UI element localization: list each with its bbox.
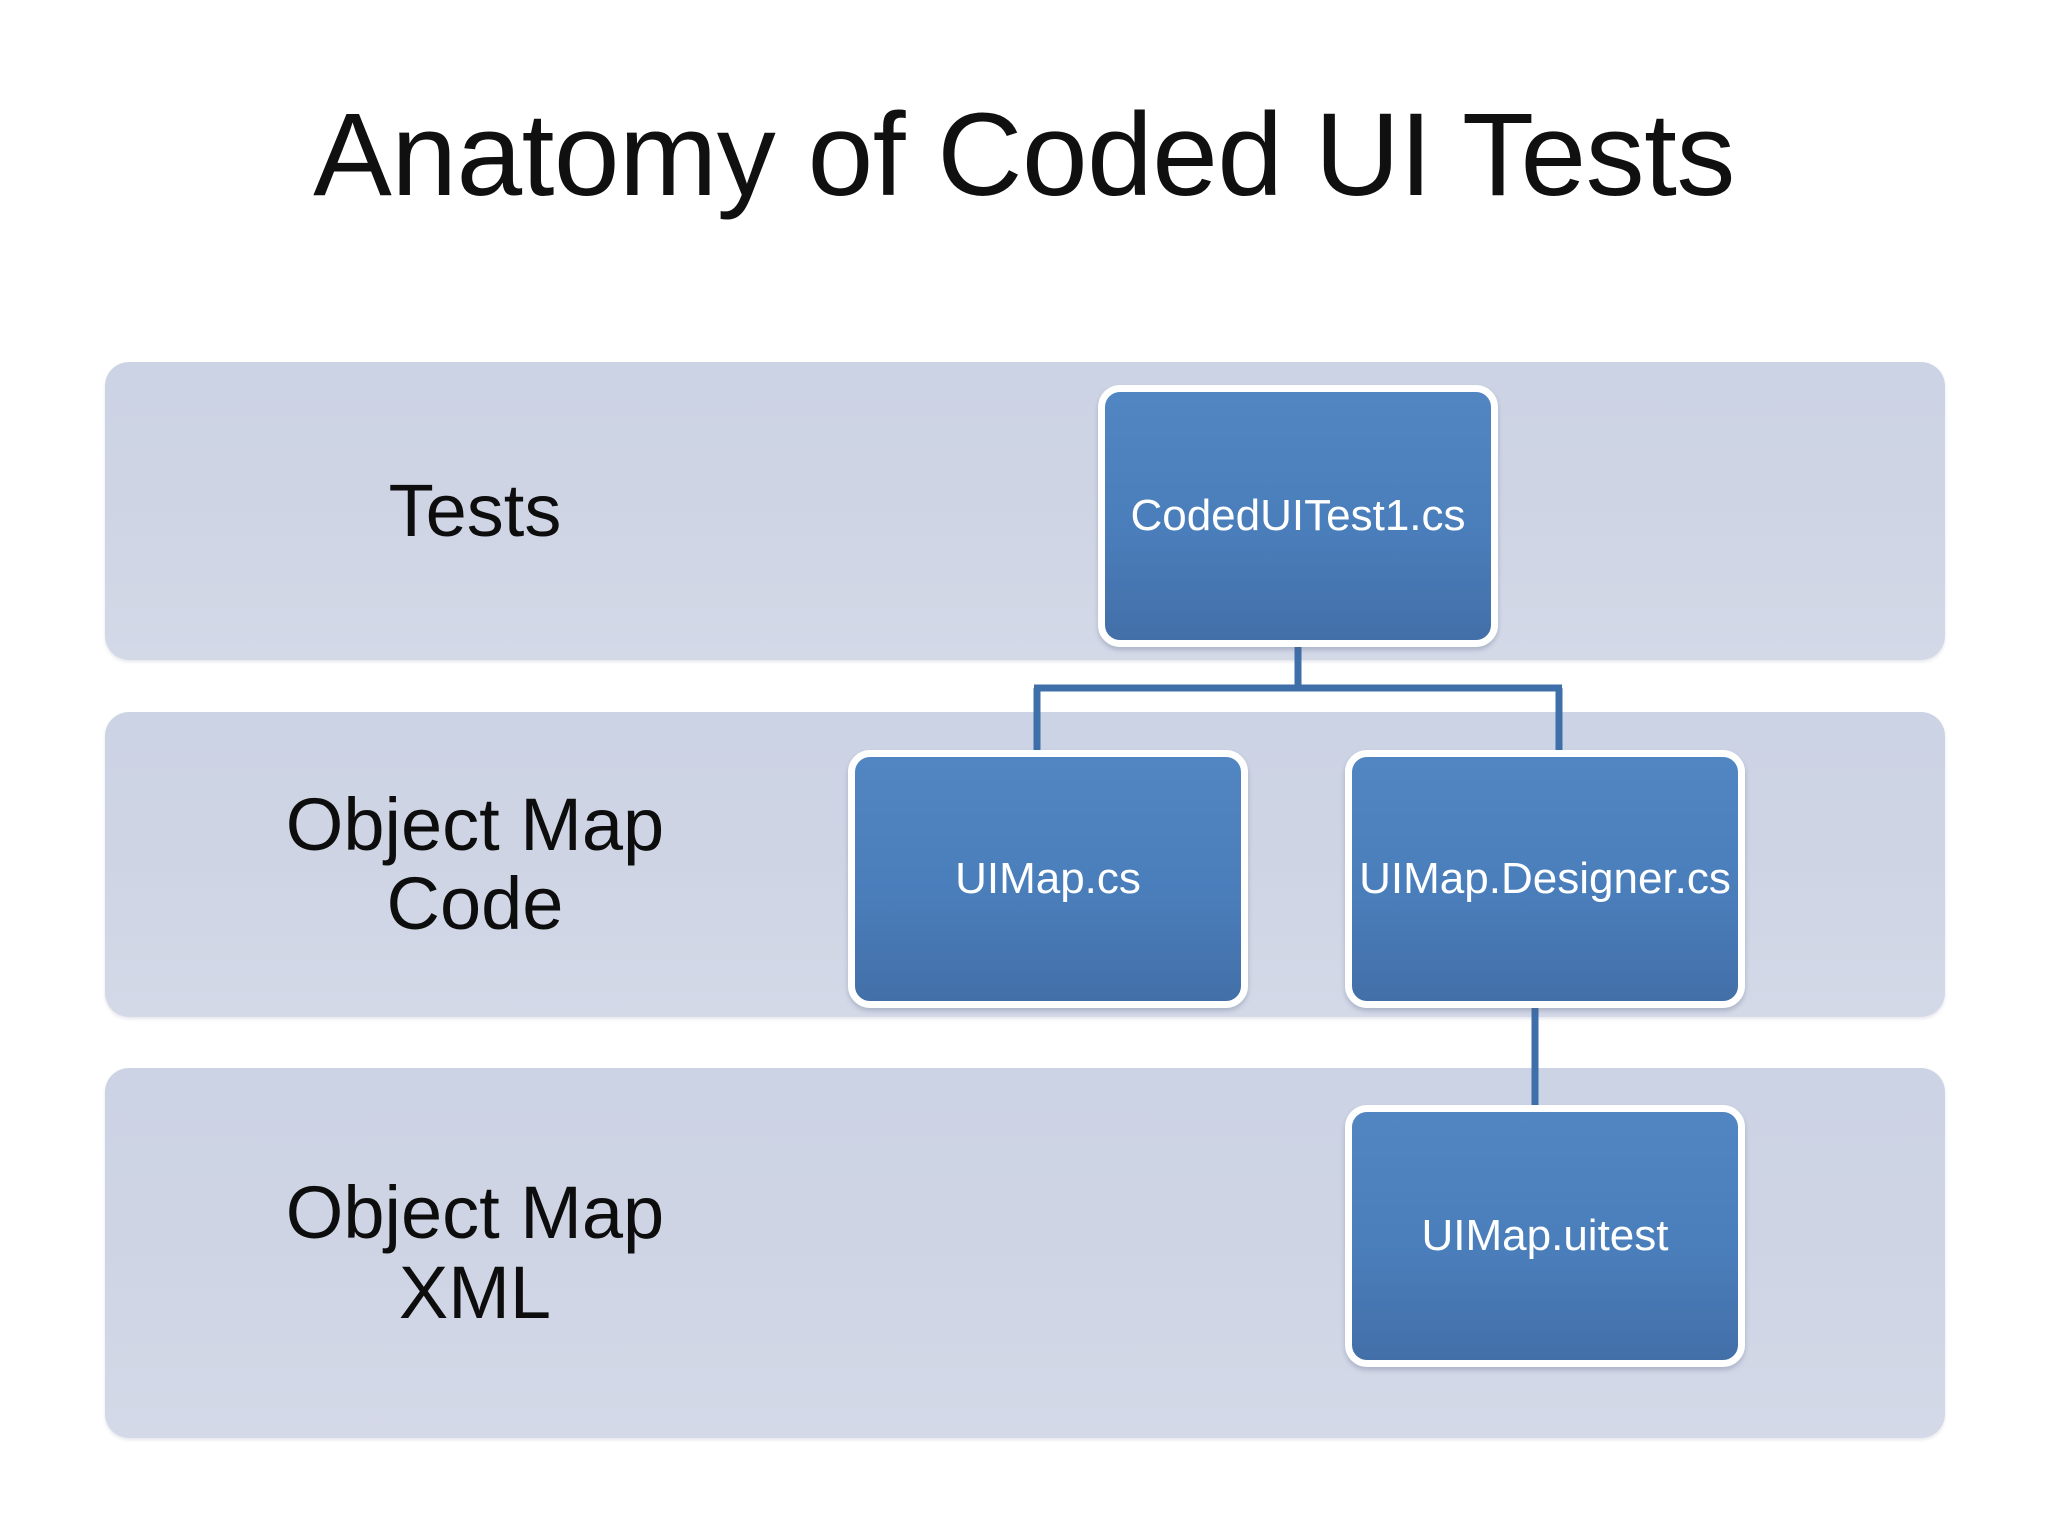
page-title: Anatomy of Coded UI Tests (313, 89, 1735, 221)
band-tests: Tests (105, 362, 1945, 660)
node-codeduitest1-cs[interactable]: CodedUITest1.cs (1098, 385, 1498, 647)
node-uimap-cs[interactable]: UIMap.cs (848, 750, 1248, 1008)
node-label-codeduitest1-cs: CodedUITest1.cs (1130, 490, 1466, 540)
node-label-uimap-designer-cs: UIMap.Designer.cs (1359, 853, 1731, 903)
node-uimap-uitest[interactable]: UIMap.uitest (1345, 1105, 1745, 1367)
band-label-object-map-xml: Object Map XML (285, 1171, 665, 1334)
band-label-object-map-code: Object Map Code (285, 782, 665, 946)
node-label-uimap-cs: UIMap.cs (955, 853, 1141, 903)
band-label-tests: Tests (388, 469, 562, 553)
node-label-uimap-uitest: UIMap.uitest (1421, 1210, 1669, 1260)
node-uimap-designer-cs[interactable]: UIMap.Designer.cs (1345, 750, 1745, 1008)
